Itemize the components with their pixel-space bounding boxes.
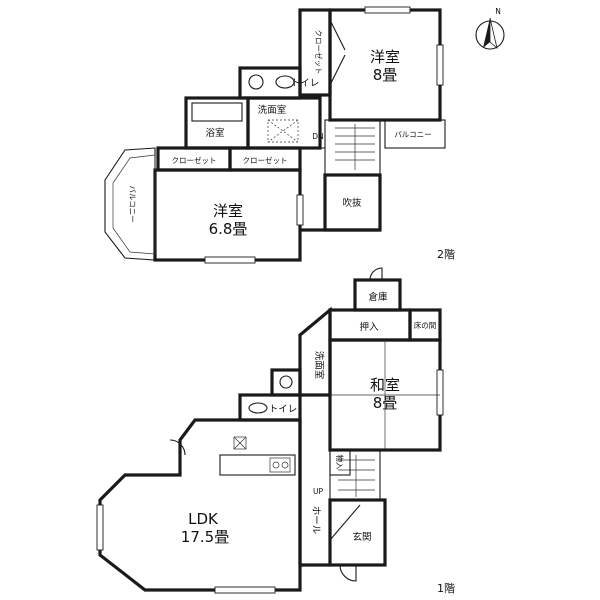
ldk-size: 17.5畳 <box>181 528 229 546</box>
floor2-plan <box>104 6 446 264</box>
toilet2-label: トイレ <box>291 78 320 89</box>
north-arrow-icon: N <box>475 7 505 50</box>
storage-label: 倉庫 <box>368 291 388 303</box>
bath-label: 浴室 <box>205 127 224 139</box>
north-label: N <box>495 7 501 16</box>
monoire-outline <box>329 449 351 476</box>
bedroom-8-name: 洋室 <box>370 48 400 66</box>
ldk-name: LDK <box>188 510 219 528</box>
closet-top-label: クローゼット <box>314 30 324 75</box>
balcony-left-outline <box>104 147 156 261</box>
floor2-label: 2階 <box>437 247 455 261</box>
dn-label: DN <box>312 132 323 141</box>
bedroom-68-size: 6.8畳 <box>209 220 248 238</box>
entrance-label: 玄関 <box>352 531 371 543</box>
kitchen-counter <box>219 454 296 476</box>
balcony-right-outline <box>384 119 446 149</box>
bedroom-68-name: 洋室 <box>213 202 243 220</box>
closet-a-label: クローゼット <box>172 155 217 165</box>
closet-top-walls <box>298 8 332 97</box>
washitsu-name: 和室 <box>370 376 400 394</box>
sink1-walls <box>270 368 302 397</box>
ldk-walls <box>98 418 302 592</box>
balcony-right-label: バルコニー <box>394 130 431 139</box>
bath-walls <box>184 96 250 150</box>
closet-b-label: クローゼット <box>243 155 288 165</box>
monoire-label: 物入 <box>335 455 345 470</box>
washitsu-size: 8畳 <box>373 394 398 412</box>
washroom1-label: 洗面室 <box>313 351 325 380</box>
void-label: 吹抜 <box>342 197 362 209</box>
washroom2-label: 洗面室 <box>258 104 287 116</box>
up-label: UP <box>313 487 323 496</box>
hall-label: ホール <box>310 506 321 535</box>
bedroom-8-size: 8畳 <box>373 66 398 84</box>
floor1-plan <box>96 267 444 594</box>
entrance-walls <box>328 498 387 567</box>
balcony-left-label: バルコニー <box>128 185 137 222</box>
floor1-label: 1階 <box>437 581 455 595</box>
tokonoma-label: 床の間 <box>414 320 437 330</box>
toilet1-label: トイレ <box>269 404 298 415</box>
oshiire-label: 押入 <box>359 321 379 333</box>
